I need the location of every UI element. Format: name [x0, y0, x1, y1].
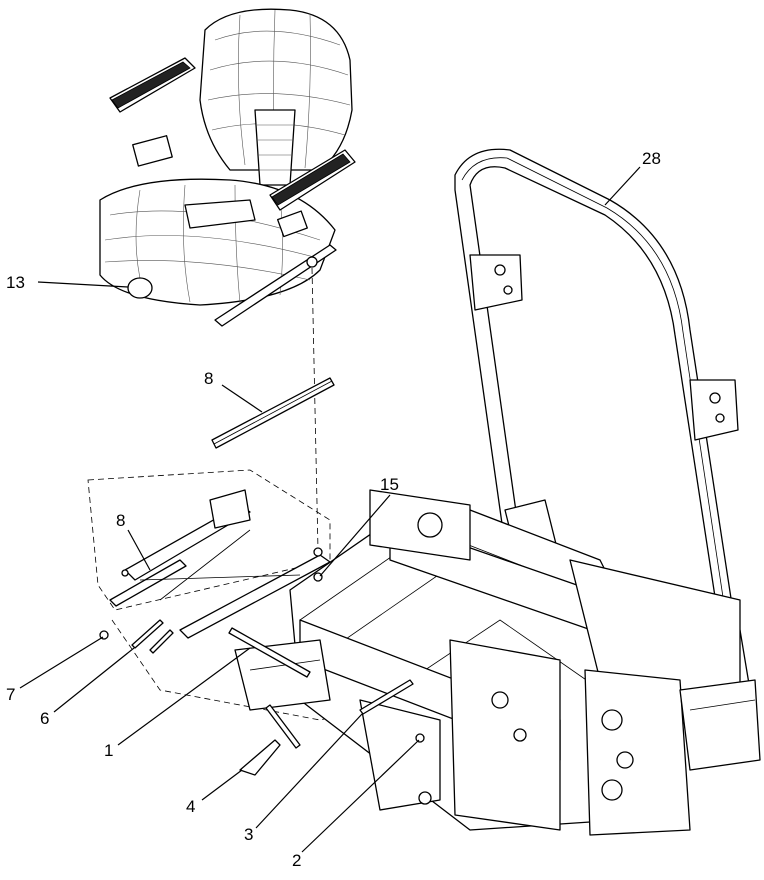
- callout-7: 7: [6, 685, 15, 704]
- callout-1: 1: [104, 741, 113, 760]
- alignment-line-seat: [311, 267, 319, 551]
- seat-assembly: [99, 8, 356, 327]
- callout-15: 15: [380, 475, 399, 494]
- callout-2: 2: [292, 851, 301, 870]
- callout-28: 28: [642, 149, 661, 168]
- platform-outline-lower: [111, 619, 361, 721]
- callout-4: 4: [186, 797, 195, 816]
- platform-outline: [87, 469, 331, 611]
- callout-3: 3: [244, 825, 253, 844]
- hardware: [99, 572, 425, 776]
- callout-13: 13: [6, 273, 25, 292]
- chassis-frame: [234, 489, 761, 836]
- callout-8-lower: 8: [116, 511, 125, 530]
- seat-strap-upper: [211, 377, 335, 449]
- callout-8-upper: 8: [204, 369, 213, 388]
- callout-6: 6: [40, 709, 49, 728]
- seat-mount-frame: [109, 489, 331, 639]
- leader-lines: [19, 166, 641, 853]
